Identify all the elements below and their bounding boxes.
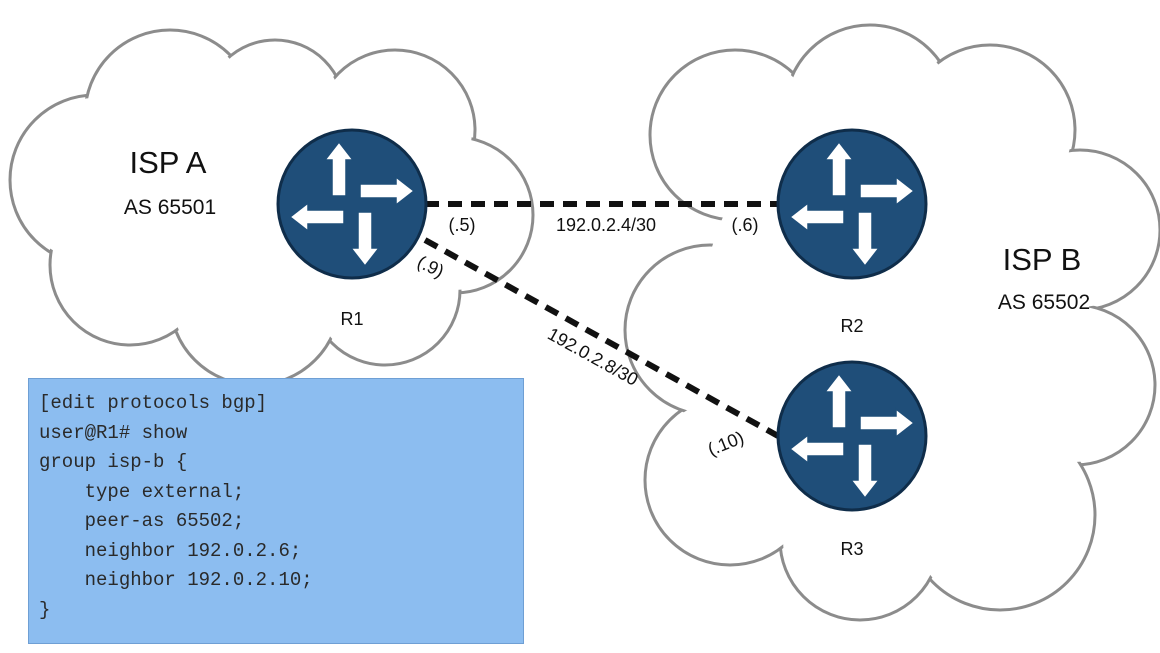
- isp-b-title: ISP B: [1003, 242, 1082, 277]
- isp-b-as: AS 65502: [998, 291, 1090, 314]
- router-r2-label: R2: [840, 316, 863, 336]
- config-line: group isp-b {: [39, 451, 188, 473]
- config-line: [edit protocols bgp]: [39, 392, 268, 414]
- router-r1-icon: [276, 128, 428, 280]
- router-r3-label: R3: [840, 539, 863, 559]
- config-line: peer-as 65502;: [39, 510, 245, 532]
- r1-r2-link-subnet: 192.0.2.4/30: [556, 215, 656, 235]
- isp-a-cloud: [8, 28, 535, 387]
- router-r3-icon: [776, 360, 928, 512]
- config-line: }: [39, 598, 51, 621]
- config-line: user@R1# show: [39, 421, 188, 444]
- router-r1-label: R1: [340, 309, 363, 329]
- r1-r2-link-r2-iface: (.6): [732, 215, 759, 235]
- isp-a-as: AS 65501: [124, 196, 216, 219]
- config-line: type external;: [39, 480, 245, 503]
- isp-b-cloud: [623, 23, 1160, 622]
- config-line: neighbor 192.0.2.10;: [39, 569, 313, 591]
- router-r2-icon: [776, 128, 928, 280]
- bgp-config-box: [edit protocols bgp] user@R1# show group…: [28, 378, 524, 644]
- r1-r2-link-r1-iface: (.5): [449, 215, 476, 235]
- config-line: neighbor 192.0.2.6;: [39, 539, 302, 562]
- isp-a-title: ISP A: [130, 145, 207, 180]
